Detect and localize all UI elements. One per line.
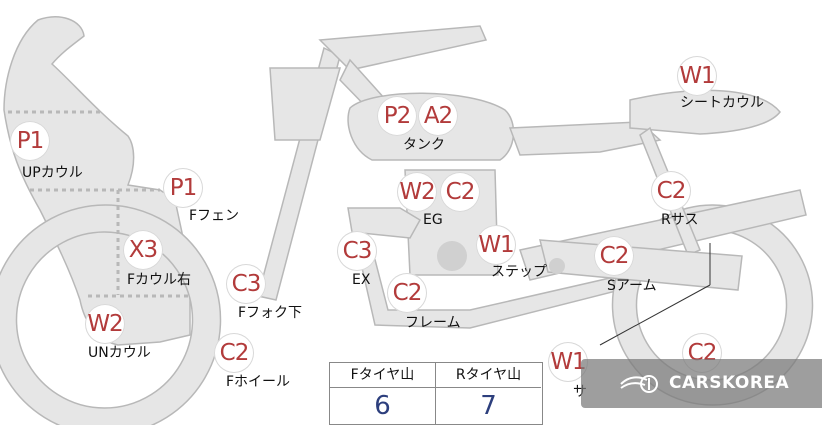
damage-code-badge: C2 bbox=[651, 171, 691, 211]
front-tire-header: Fタイヤ山 bbox=[330, 363, 435, 388]
damage-code-badge: P1 bbox=[10, 121, 50, 161]
part-label-under-cowl: UNカウル bbox=[88, 345, 151, 361]
table-divider bbox=[435, 363, 436, 424]
carskorea-logo-icon bbox=[620, 375, 658, 393]
part-label-frame: フレーム bbox=[405, 315, 461, 331]
damage-code-badge: W1 bbox=[476, 225, 516, 265]
damage-code-badge: C2 bbox=[594, 236, 634, 276]
part-label-front-fender: Fフェン bbox=[189, 208, 240, 224]
part-label-front-wheel: Fホイール bbox=[226, 374, 291, 390]
watermark-banner: CARSKOREA bbox=[581, 359, 822, 408]
damage-code-badge: A2 bbox=[418, 96, 458, 136]
part-label-engine: EG bbox=[423, 212, 443, 228]
damage-code-badge: C3 bbox=[337, 231, 377, 271]
rear-tire-value: 7 bbox=[480, 391, 497, 421]
part-label-swing-arm: Sアーム bbox=[607, 278, 657, 294]
part-label-up-cowl: UPカウル bbox=[22, 165, 83, 181]
part-label-front-cowl-right: Fカウル右 bbox=[127, 272, 192, 288]
part-label-step: ステップ bbox=[491, 264, 547, 280]
damage-code-badge: W2 bbox=[85, 304, 125, 344]
damage-code-badge: C2 bbox=[440, 172, 480, 212]
damage-code-badge: W1 bbox=[677, 56, 717, 96]
damage-code-badge: W2 bbox=[397, 172, 437, 212]
part-label-front-fork-lower: Fフォク下 bbox=[238, 305, 303, 321]
part-label-seat-cowl: シートカウル bbox=[680, 95, 764, 111]
tire-tread-table: Fタイヤ山 Rタイヤ山 6 7 bbox=[329, 362, 543, 425]
damage-code-badge: P2 bbox=[377, 96, 417, 136]
damage-code-badge: C3 bbox=[226, 264, 266, 304]
rear-tire-header: Rタイヤ山 bbox=[436, 363, 541, 388]
damage-code-badge: C2 bbox=[214, 333, 254, 373]
front-tire-value: 6 bbox=[374, 391, 391, 421]
part-label-exhaust: EX bbox=[352, 272, 371, 288]
part-label-tank: タンク bbox=[403, 137, 445, 153]
damage-code-badge: C2 bbox=[387, 273, 427, 313]
damage-code-badge: X3 bbox=[123, 230, 163, 270]
watermark-text: CARSKOREA bbox=[669, 373, 790, 393]
part-label-rear-suspension: Rサス bbox=[661, 212, 699, 228]
damage-code-badge: P1 bbox=[163, 168, 203, 208]
